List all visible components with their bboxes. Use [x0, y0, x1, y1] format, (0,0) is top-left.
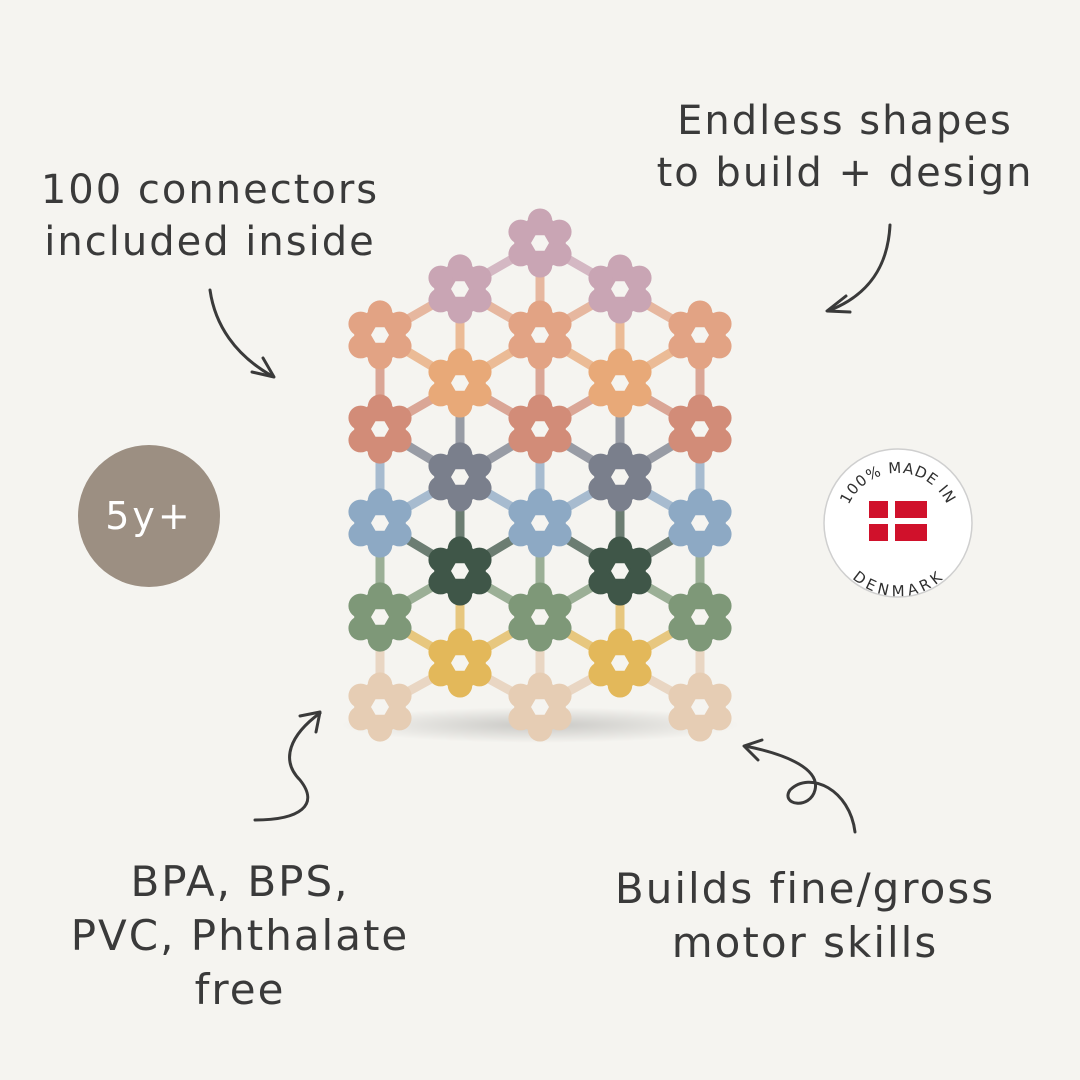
arrow-material-free-icon [253, 710, 322, 822]
callout-line: PVC, Phthalate [70, 911, 410, 960]
hexagon-flower-building-blocks-icon [340, 208, 740, 743]
age-badge: 5y+ [78, 445, 220, 587]
flower-piece [428, 442, 492, 512]
flower-piece [668, 672, 732, 742]
flower-piece [588, 348, 652, 418]
flower-piece [668, 394, 732, 464]
arrow-motor-skills-icon [742, 738, 857, 834]
flower-piece [588, 442, 652, 512]
made-in-denmark-seal: 100% MADE IN DENMARK [823, 448, 973, 599]
flower-piece [428, 254, 492, 324]
flower-piece [428, 536, 492, 606]
flower-piece [428, 348, 492, 418]
flower-piece [348, 488, 412, 558]
flower-piece [348, 582, 412, 652]
arrow-shapes-icon [825, 223, 892, 314]
age-label: 5y+ [105, 494, 193, 538]
flower-piece [668, 582, 732, 652]
callout-line: free [194, 965, 286, 1014]
flower-piece [428, 628, 492, 698]
callout-line: BPA, BPS, [130, 857, 350, 906]
callout-line: to build + design [656, 150, 1034, 196]
callout-material-free: BPA, BPS, PVC, Phthalate free [40, 855, 440, 1017]
flower-piece [508, 582, 572, 652]
flower-piece [508, 394, 572, 464]
flower-piece [588, 628, 652, 698]
callout-line: included inside [44, 219, 376, 265]
callout-shapes: Endless shapes to build + design [640, 95, 1050, 199]
flower-piece [508, 488, 572, 558]
callout-motor-skills: Builds fine/gross motor skills [590, 862, 1020, 970]
flower-piece [508, 208, 572, 278]
callout-line: motor skills [671, 918, 939, 967]
flower-pieces [348, 208, 732, 742]
flower-piece [588, 536, 652, 606]
flower-piece [348, 300, 412, 370]
flower-piece [348, 394, 412, 464]
flower-piece [348, 672, 412, 742]
arrow-connectors-icon [208, 288, 276, 379]
callout-line: Builds fine/gross [614, 864, 996, 913]
denmark-flag-icon [869, 501, 927, 541]
flower-piece [668, 488, 732, 558]
callout-line: Endless shapes [677, 98, 1013, 144]
flower-piece [508, 300, 572, 370]
flower-piece [588, 254, 652, 324]
flower-piece [668, 300, 732, 370]
flower-piece [508, 672, 572, 742]
callout-line: 100 connectors [40, 167, 380, 213]
callout-connectors: 100 connectors included inside [20, 164, 400, 268]
